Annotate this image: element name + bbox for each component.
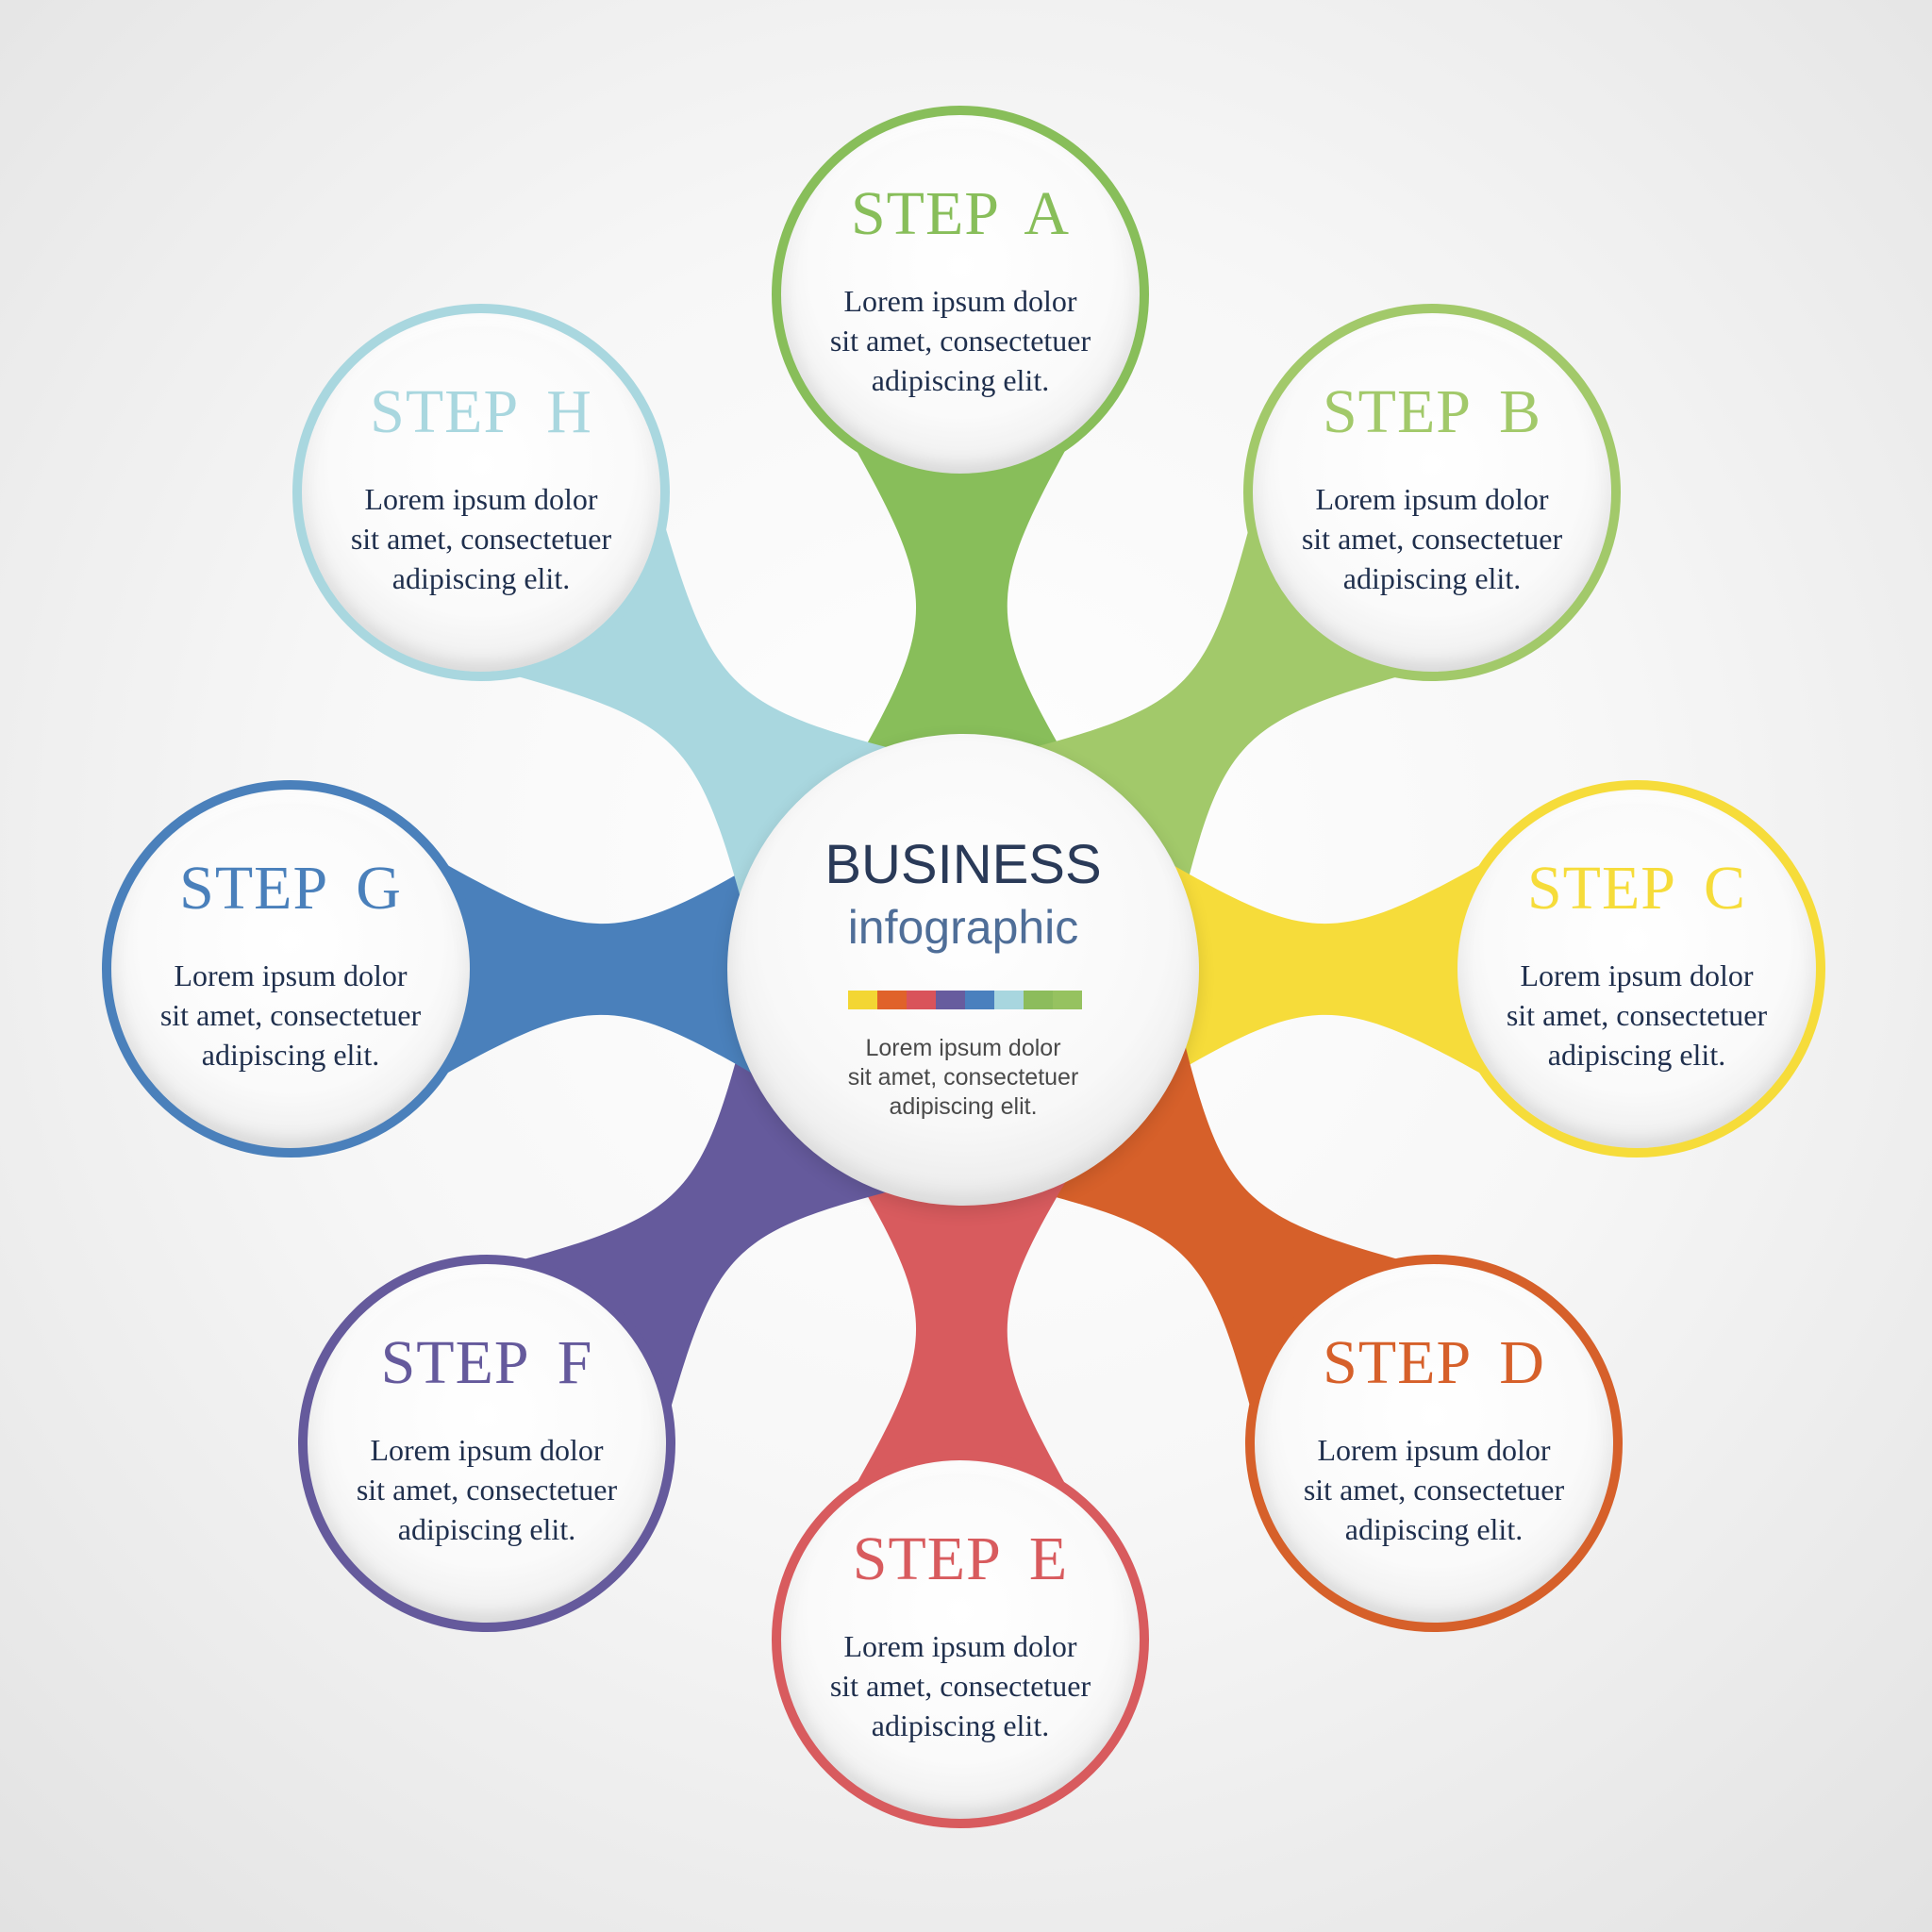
step-a-line-3: adipiscing elit. (871, 363, 1050, 397)
step-a-line-2: sit amet, consectetuer (829, 324, 1091, 358)
connector-step-c (1141, 846, 1506, 1092)
hub-line-3: adipiscing elit. (889, 1093, 1038, 1120)
palette-swatch (994, 991, 1024, 1009)
step-b-line-2: sit amet, consectetuer (1301, 522, 1563, 556)
step-e-line-2: sit amet, consectetuer (829, 1669, 1091, 1703)
step-c-line-3: adipiscing elit. (1547, 1038, 1726, 1072)
step-e-description: Lorem ipsum dolor sit amet, consectetuer… (809, 1626, 1111, 1745)
color-palette-bar (848, 991, 1082, 1009)
hub-subtitle: infographic (847, 901, 1079, 954)
step-h-line-3: adipiscing elit. (391, 561, 571, 595)
step-c-line-1: Lorem ipsum dolor (1520, 958, 1754, 992)
step-d-line-1: Lorem ipsum dolor (1317, 1433, 1551, 1467)
hub-description: Lorem ipsum dolor sit amet, consectetuer… (746, 1034, 1180, 1122)
step-a-title: STEP A (850, 179, 1071, 248)
step-b-description: Lorem ipsum dolor sit amet, consectetuer… (1281, 479, 1583, 598)
step-d-line-3: adipiscing elit. (1344, 1512, 1524, 1546)
hub-title: BUSINESS (824, 834, 1102, 895)
step-d-description: Lorem ipsum dolor sit amet, consectetuer… (1283, 1430, 1585, 1549)
step-f-title: STEP F (380, 1328, 593, 1397)
connector-step-e (840, 1148, 1086, 1508)
step-g-description: Lorem ipsum dolor sit amet, consectetuer… (140, 956, 441, 1074)
step-a-description: Lorem ipsum dolor sit amet, consectetuer… (809, 281, 1111, 400)
hub-line-2: sit amet, consectetuer (847, 1064, 1079, 1091)
step-h-title: STEP H (370, 377, 592, 446)
hub-circle: BUSINESS infographic Lorem ipsum dolor s… (727, 734, 1199, 1206)
connector-step-a (840, 425, 1086, 791)
palette-swatch (1053, 991, 1082, 1009)
step-b-line-3: adipiscing elit. (1342, 561, 1522, 595)
step-g-line-1: Lorem ipsum dolor (174, 958, 408, 992)
step-d-line-2: sit amet, consectetuer (1303, 1473, 1565, 1507)
step-c-circle: STEP C Lorem ipsum dolor sit amet, conse… (1448, 780, 1825, 1158)
palette-swatch (907, 991, 936, 1009)
step-f-line-3: adipiscing elit. (397, 1512, 576, 1546)
step-f-line-2: sit amet, consectetuer (356, 1473, 618, 1507)
palette-swatch (877, 991, 907, 1009)
step-e-circle: STEP E Lorem ipsum dolor sit amet, conse… (772, 1451, 1149, 1828)
step-d-circle: STEP D Lorem ipsum dolor sit amet, conse… (1245, 1255, 1623, 1632)
palette-swatch (936, 991, 965, 1009)
step-g-circle: STEP G Lorem ipsum dolor sit amet, conse… (102, 780, 479, 1158)
step-f-line-1: Lorem ipsum dolor (370, 1433, 604, 1467)
step-h-description: Lorem ipsum dolor sit amet, consectetuer… (330, 479, 632, 598)
step-g-line-3: adipiscing elit. (201, 1038, 380, 1072)
step-f-description: Lorem ipsum dolor sit amet, consectetuer… (336, 1430, 638, 1549)
step-g-title: STEP G (179, 854, 402, 923)
step-c-line-2: sit amet, consectetuer (1506, 998, 1768, 1032)
hub-line-1: Lorem ipsum dolor (865, 1035, 1061, 1061)
step-h-circle: STEP H Lorem ipsum dolor sit amet, conse… (292, 304, 670, 681)
step-b-title: STEP B (1322, 377, 1542, 446)
step-h-line-1: Lorem ipsum dolor (364, 482, 598, 516)
step-d-title: STEP D (1323, 1328, 1545, 1397)
palette-swatch (1024, 991, 1053, 1009)
palette-swatch (848, 991, 877, 1009)
connector-step-g (422, 846, 785, 1092)
step-f-circle: STEP F Lorem ipsum dolor sit amet, conse… (298, 1255, 675, 1632)
step-g-line-2: sit amet, consectetuer (159, 998, 422, 1032)
step-e-line-1: Lorem ipsum dolor (843, 1629, 1077, 1663)
step-c-title: STEP C (1526, 854, 1747, 923)
step-e-line-3: adipiscing elit. (871, 1708, 1050, 1742)
step-b-circle: STEP B Lorem ipsum dolor sit amet, conse… (1243, 304, 1621, 681)
step-c-description: Lorem ipsum dolor sit amet, consectetuer… (1486, 956, 1788, 1074)
step-a-circle: STEP A Lorem ipsum dolor sit amet, conse… (772, 106, 1149, 483)
step-h-line-2: sit amet, consectetuer (350, 522, 612, 556)
step-a-line-1: Lorem ipsum dolor (843, 284, 1077, 318)
step-b-line-1: Lorem ipsum dolor (1315, 482, 1549, 516)
palette-swatch (965, 991, 994, 1009)
step-e-title: STEP E (852, 1524, 1069, 1593)
